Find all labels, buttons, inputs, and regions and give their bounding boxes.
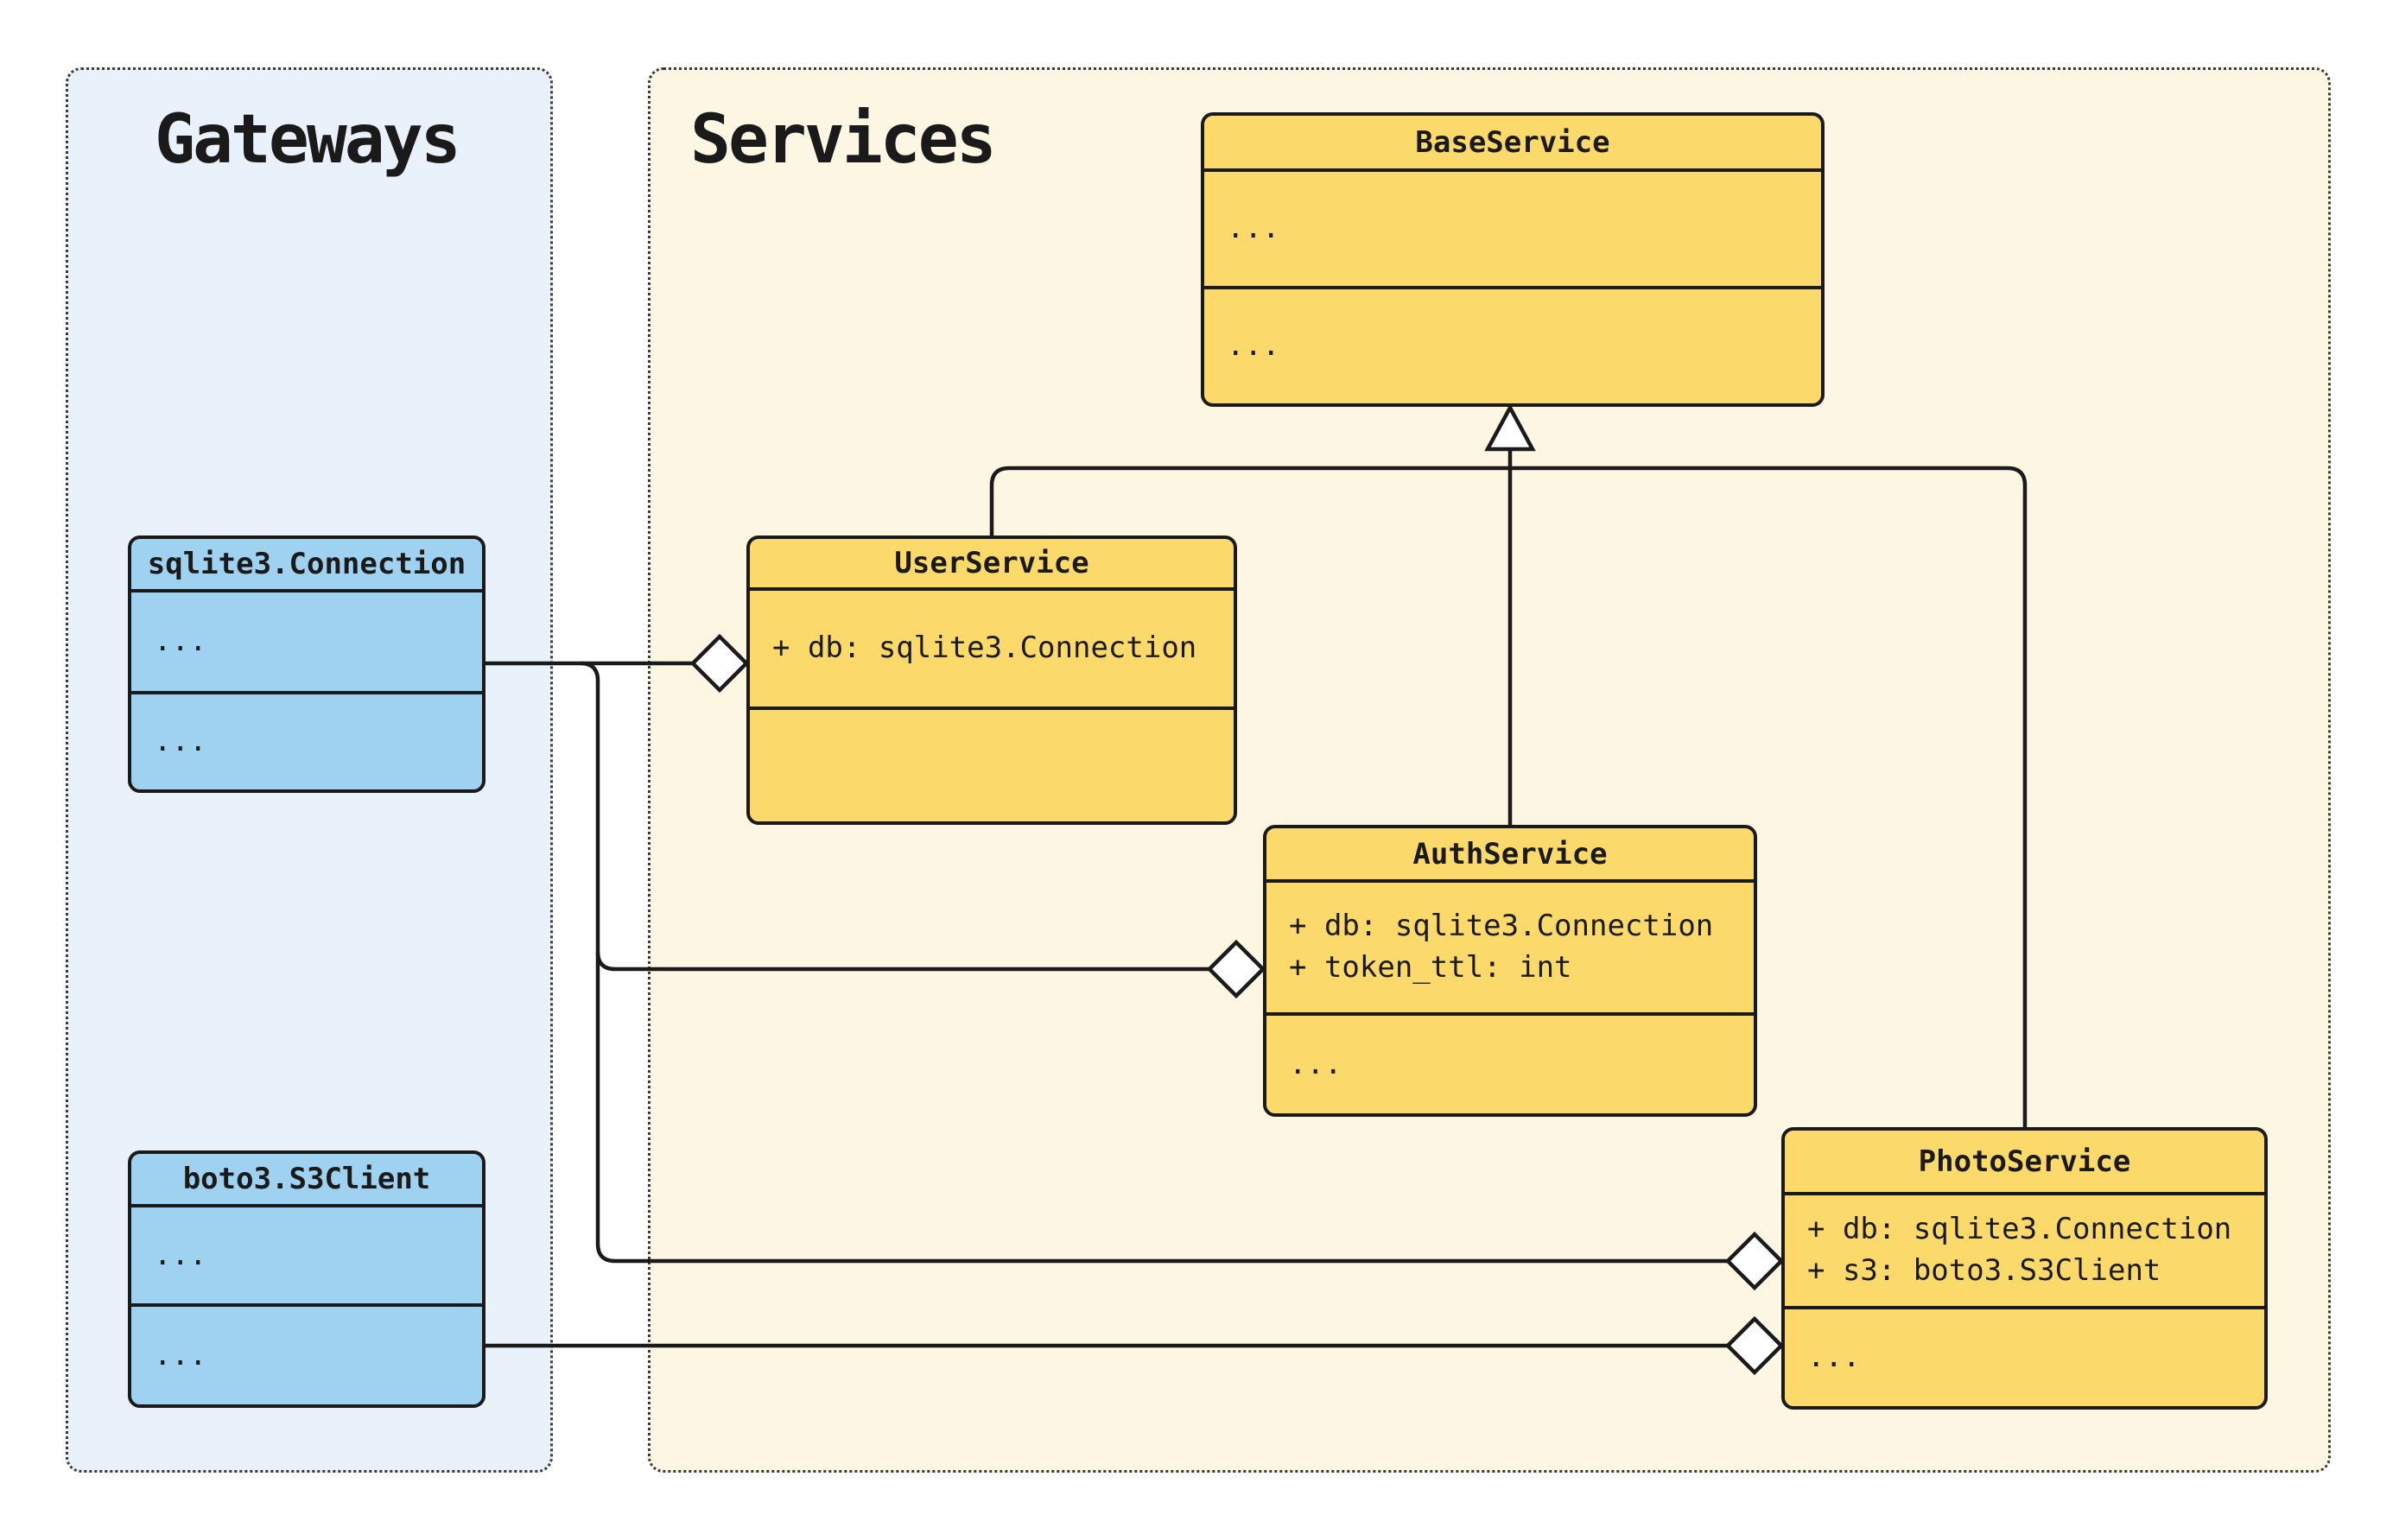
class-box-sqlite3-connection: sqlite3.Connection ... ...: [128, 536, 486, 793]
method-line: ...: [154, 1337, 207, 1372]
class-title-photoservice: PhotoService: [1785, 1131, 2264, 1195]
aggregation-branch-line-sqlite: [580, 661, 1729, 1264]
class-methods-sqlite3-connection: ...: [131, 691, 482, 789]
aggregation-diamond-icon-authservice: [1206, 939, 1266, 999]
attribute-line: + db: sqlite3.Connection: [772, 631, 1197, 666]
class-box-photoservice: PhotoService + db: sqlite3.Connection + …: [1781, 1127, 2268, 1410]
class-title-baseservice: BaseService: [1204, 116, 1821, 172]
class-attributes-photoservice: + db: sqlite3.Connection + s3: boto3.S3C…: [1785, 1195, 2264, 1306]
class-box-userservice: UserService + db: sqlite3.Connection: [746, 536, 1237, 825]
class-box-boto3-s3client: boto3.S3Client ... ...: [128, 1150, 486, 1408]
attribute-line: + token_ttl: int: [1289, 950, 1572, 985]
class-attributes-authservice: + db: sqlite3.Connection + token_ttl: in…: [1266, 883, 1754, 1012]
class-title-sqlite3-connection: sqlite3.Connection: [131, 539, 482, 593]
class-methods-boto3-s3client: ...: [131, 1303, 482, 1404]
class-box-authservice: AuthService + db: sqlite3.Connection + t…: [1263, 825, 1757, 1117]
inheritance-triangle-icon: [1484, 403, 1536, 452]
method-line: [772, 762, 1225, 770]
attribute-line: + s3: boto3.S3Client: [1807, 1253, 2161, 1288]
class-title-userservice: UserService: [750, 539, 1234, 591]
attribute-line: ...: [154, 1237, 207, 1272]
class-attributes-baseservice: ...: [1204, 172, 1821, 286]
class-attributes-userservice: + db: sqlite3.Connection: [750, 591, 1234, 707]
class-methods-photoservice: ...: [1785, 1306, 2264, 1406]
attribute-line: + db: sqlite3.Connection: [1289, 909, 1714, 944]
class-attributes-sqlite3-connection: ...: [131, 593, 482, 691]
aggregation-diamond-icon-photoservice-db: [1724, 1231, 1785, 1291]
method-line: ...: [1227, 328, 1280, 364]
class-methods-userservice: [750, 707, 1234, 821]
class-methods-authservice: ...: [1266, 1012, 1754, 1113]
class-title-authservice: AuthService: [1266, 828, 1754, 883]
services-panel-title: Services: [690, 101, 997, 179]
aggregation-diamond-icon-photoservice-s3: [1724, 1315, 1785, 1376]
class-title-boto3-s3client: boto3.S3Client: [131, 1154, 482, 1207]
method-line: ...: [154, 724, 207, 759]
attribute-line: ...: [1227, 211, 1280, 246]
attribute-line: + db: sqlite3.Connection: [1807, 1212, 2232, 1247]
class-attributes-boto3-s3client: ...: [131, 1207, 482, 1303]
gateways-panel-title: Gateways: [155, 101, 461, 179]
aggregation-diamond-icon-userservice: [689, 633, 750, 694]
method-line: ...: [1807, 1340, 1861, 1375]
method-line: ...: [1289, 1046, 1342, 1081]
aggregation-line-sqlite-authservice: [595, 951, 1211, 972]
class-methods-baseservice: ...: [1204, 286, 1821, 403]
class-box-baseservice: BaseService ... ...: [1201, 112, 1825, 407]
attribute-line: ...: [154, 624, 207, 659]
